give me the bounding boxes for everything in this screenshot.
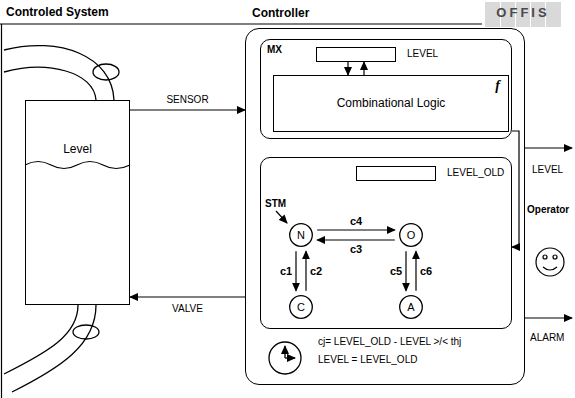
register-name: LEVEL_OLD bbox=[447, 167, 504, 179]
state-circle: C bbox=[284, 295, 318, 319]
clock-symbol bbox=[269, 342, 301, 374]
logic-label: Combinational Logic bbox=[274, 97, 508, 111]
level-old-register: LEVEL_OLD bbox=[356, 166, 436, 181]
state-circle: A bbox=[394, 295, 428, 319]
signal-name: SENSOR bbox=[164, 94, 210, 105]
actor-name: Operator bbox=[527, 204, 569, 216]
state-circle: O bbox=[394, 223, 428, 247]
water-surface bbox=[25, 162, 130, 169]
stm-label: STM bbox=[265, 198, 286, 210]
connector-arrow bbox=[130, 109, 245, 110]
state-name: O bbox=[394, 223, 428, 247]
operator-smiley bbox=[536, 248, 564, 276]
stm-box: STM LEVEL_OLD N O C A bbox=[260, 157, 512, 329]
transition-label: c1 bbox=[278, 265, 294, 277]
signal-name: VALVE bbox=[170, 303, 205, 314]
pipes bbox=[4, 46, 119, 392]
connector-arrow bbox=[415, 251, 416, 291]
state-circle: N bbox=[284, 223, 318, 247]
controller-title: Controller bbox=[252, 7, 309, 21]
connector-arrow bbox=[130, 296, 245, 297]
transition-condition: cj= LEVEL_OLD - LEVEL >/< thj bbox=[318, 336, 461, 348]
frame-lines bbox=[0, 24, 482, 398]
transition-label: c3 bbox=[348, 243, 364, 255]
signal-name: LEVEL bbox=[532, 164, 563, 176]
register-name: LEVEL bbox=[407, 48, 438, 60]
initial-state-arrow bbox=[276, 211, 287, 223]
logo-text: OFFIS bbox=[487, 6, 559, 21]
connector-arrow bbox=[295, 251, 296, 291]
mx-label: MX bbox=[267, 44, 282, 56]
level-register: LEVEL bbox=[316, 47, 396, 62]
state-name: N bbox=[284, 223, 318, 247]
connector-arrow bbox=[405, 251, 406, 291]
signal-name: ALARM bbox=[530, 332, 564, 344]
output-arrows bbox=[525, 148, 572, 318]
transition-label: c2 bbox=[308, 265, 324, 277]
connector-arrow bbox=[363, 62, 364, 75]
state-name: C bbox=[284, 295, 318, 319]
offis-logo bbox=[485, 2, 561, 27]
combinational-logic-box: Combinational Logic f bbox=[273, 75, 509, 132]
tank-label: Level bbox=[26, 143, 129, 157]
connector-arrow bbox=[317, 239, 395, 240]
state-name: A bbox=[394, 295, 428, 319]
transition-label: c6 bbox=[418, 265, 434, 277]
connector-arrow bbox=[305, 251, 306, 291]
connector-arrow bbox=[347, 62, 348, 75]
transition-label: c4 bbox=[348, 215, 364, 227]
assignment-note: LEVEL = LEVEL_OLD bbox=[318, 354, 417, 366]
function-symbol: f bbox=[495, 78, 500, 94]
transition-label: c5 bbox=[388, 265, 404, 277]
tank: Level bbox=[25, 100, 130, 305]
connector-arrow bbox=[317, 229, 395, 230]
controller-box: ControllerMXLEVELCombinational LogicfSTM… bbox=[245, 28, 525, 385]
connector-arrow bbox=[512, 131, 519, 247]
mx-box: MX LEVEL Combinational Logic f bbox=[260, 39, 512, 139]
system-heading: Controled System bbox=[6, 6, 109, 20]
